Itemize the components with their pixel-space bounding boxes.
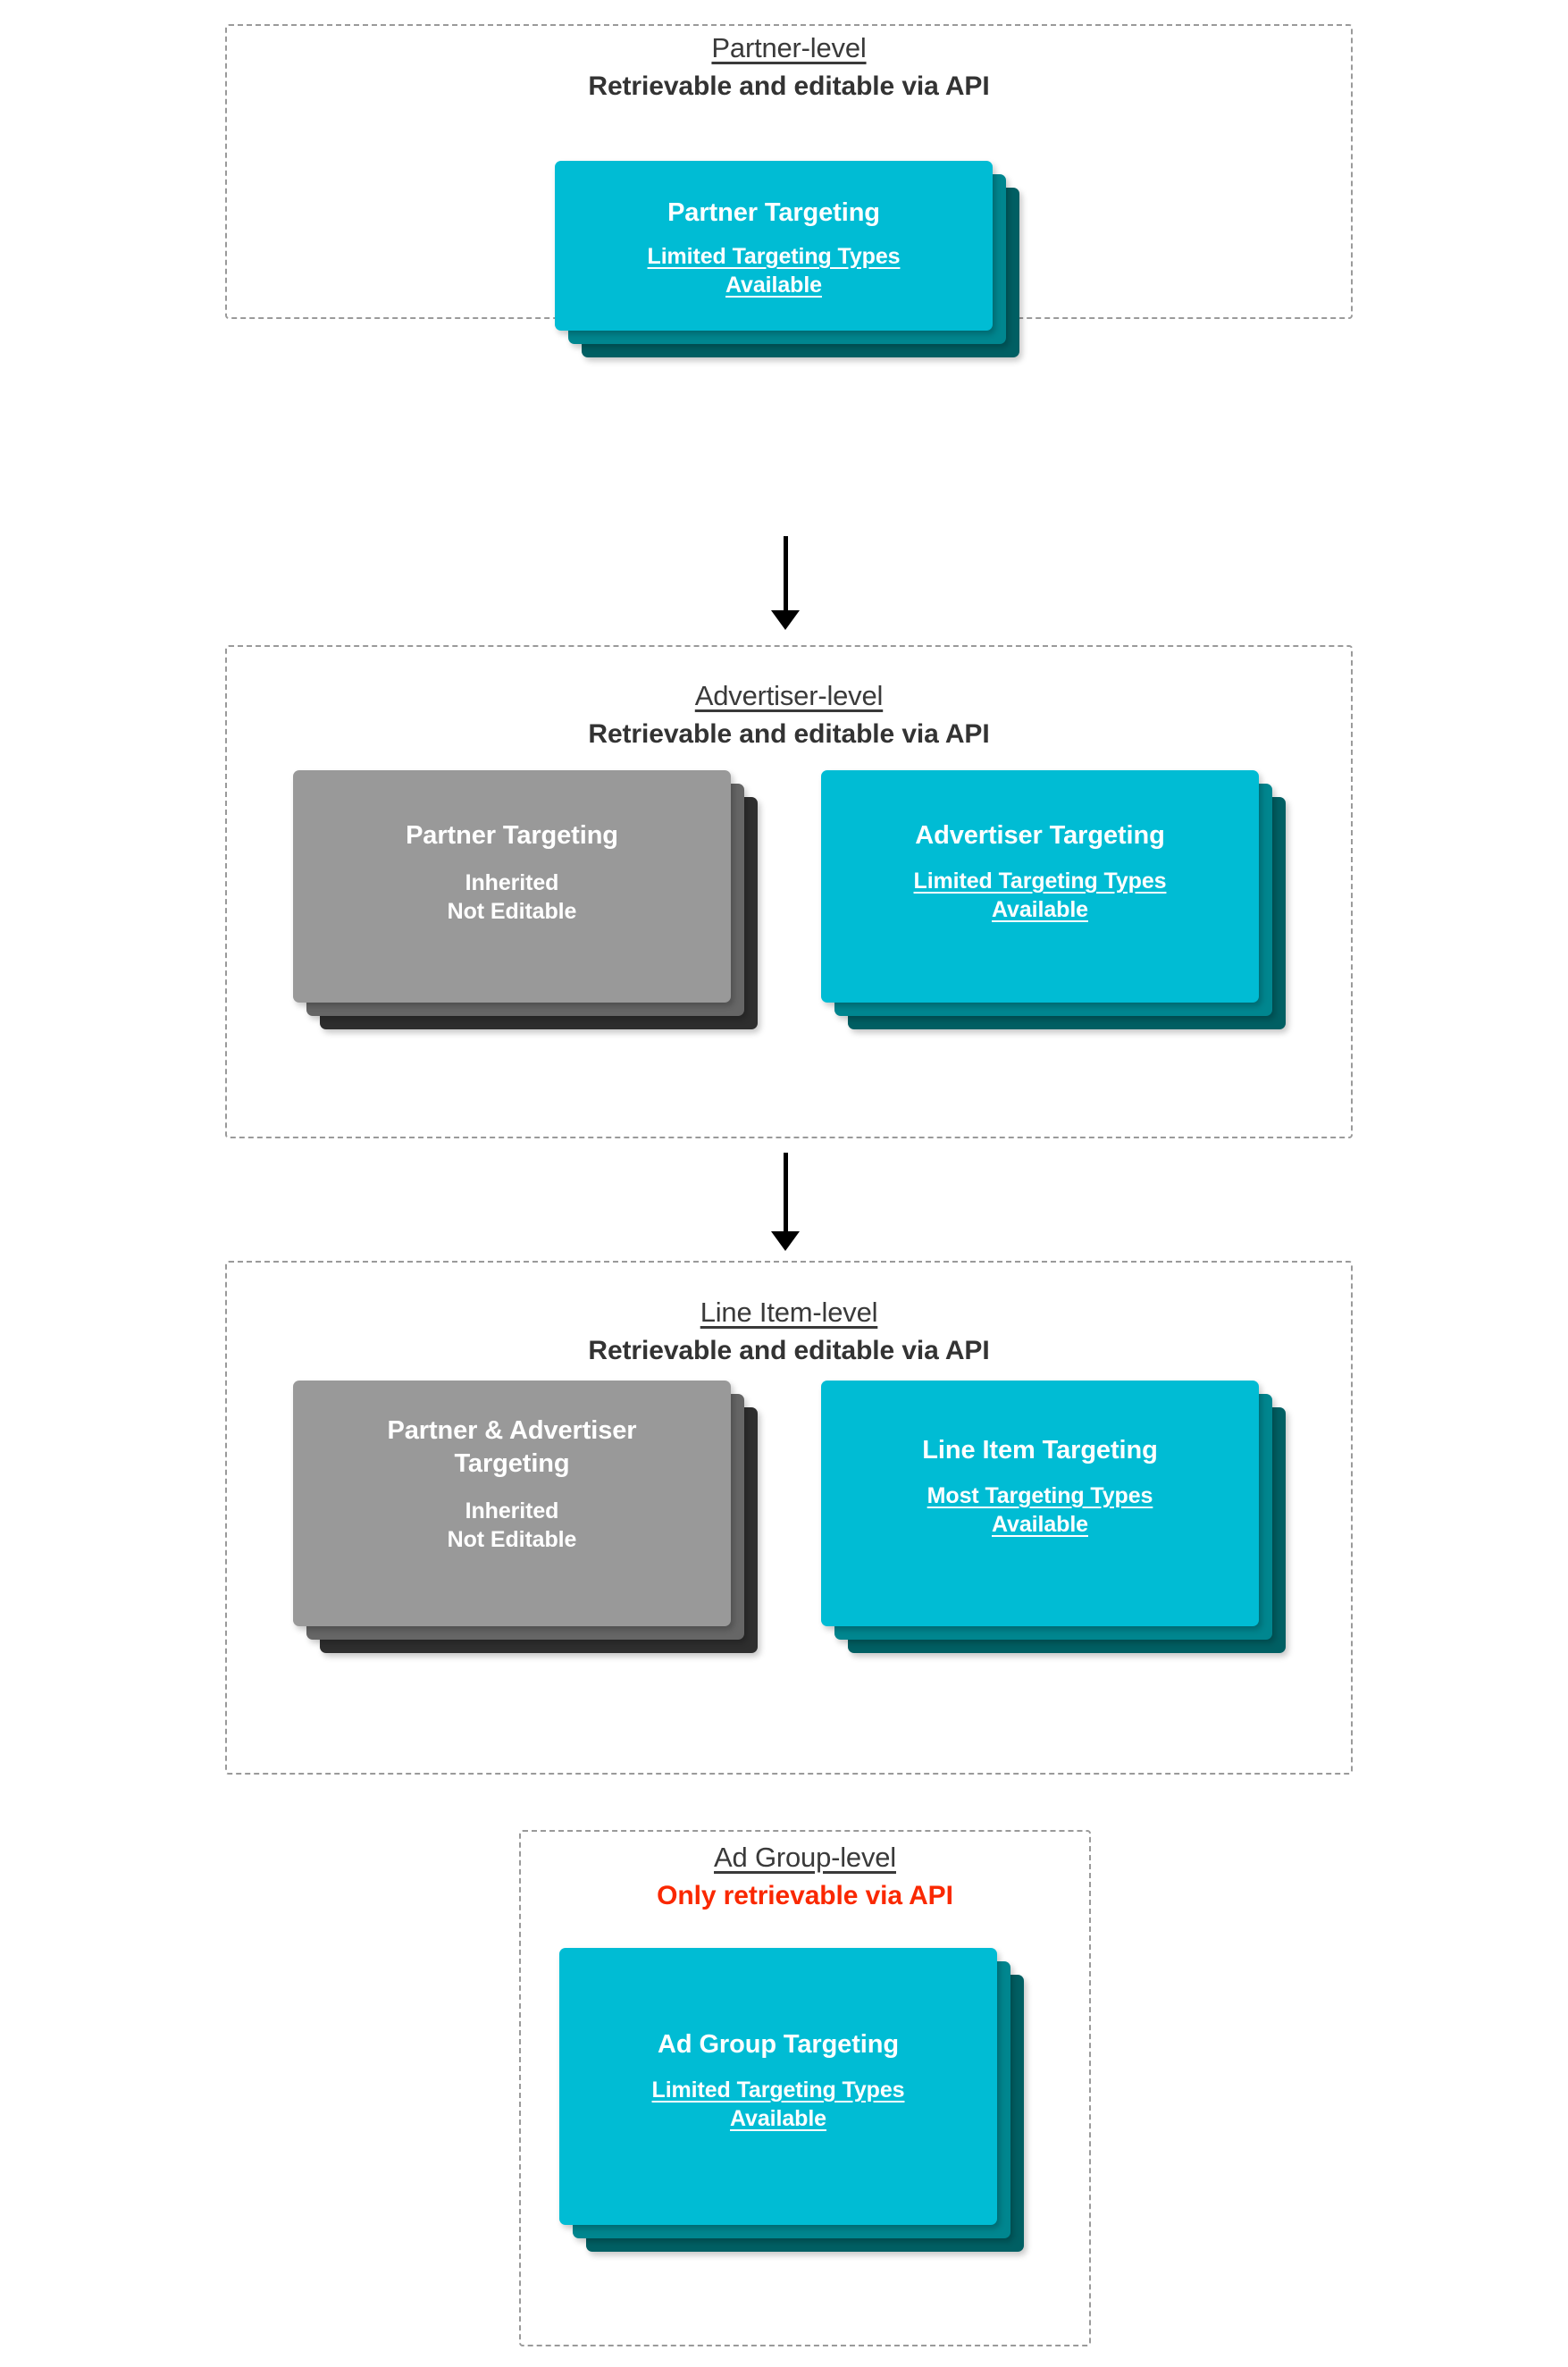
card-subtitle-line-1: Limited Targeting Types: [647, 244, 901, 270]
level-box-line-item: [225, 1261, 1353, 1775]
card-title-inherited-partner-advertiser-line-1: Partner & Advertiser: [387, 1416, 637, 1445]
level-box-ad-group: [519, 1830, 1091, 2346]
card-stack-inherited-partner-advertiser-targeting[interactable]: Partner & Advertiser Targeting Inherited…: [293, 1381, 758, 1653]
card-subtitle-line-2: Not Editable: [447, 899, 577, 925]
card-stack-ad-group-targeting[interactable]: Ad Group Targeting Limited Targeting Typ…: [559, 1948, 1024, 2252]
card-stack-advertiser-targeting[interactable]: Advertiser Targeting Limited Targeting T…: [821, 770, 1286, 1029]
card-title-inherited-partner-advertiser-line-2: Targeting: [454, 1449, 570, 1479]
card-subtitle-line-1: Inherited: [465, 870, 559, 896]
card-sheet-front-advertiser-targeting[interactable]: Advertiser Targeting Limited Targeting T…: [821, 770, 1259, 1003]
arrow-shaft: [783, 536, 788, 612]
card-sheet-front-line-item-targeting[interactable]: Line Item Targeting Most Targeting Types…: [821, 1381, 1259, 1626]
card-stack-line-item-targeting[interactable]: Line Item Targeting Most Targeting Types…: [821, 1381, 1286, 1653]
card-subtitle-line-2: Available: [992, 1512, 1088, 1538]
card-subtitle-line-1: Limited Targeting Types: [651, 2077, 905, 2103]
card-subtitle-line-1: Inherited: [465, 1498, 559, 1524]
level-box-advertiser: [225, 645, 1353, 1138]
card-title-advertiser-targeting: Advertiser Targeting: [915, 821, 1165, 850]
card-title-inherited-partner-targeting: Partner Targeting: [406, 821, 618, 850]
card-subtitle-line-2: Not Editable: [447, 1527, 577, 1553]
card-title-partner-targeting: Partner Targeting: [667, 198, 880, 227]
card-sheet-front-inherited-partner-advertiser-targeting[interactable]: Partner & Advertiser Targeting Inherited…: [293, 1381, 731, 1626]
card-title-line-item-targeting: Line Item Targeting: [922, 1436, 1158, 1465]
arrow-head: [771, 610, 800, 630]
card-title-ad-group-targeting: Ad Group Targeting: [658, 2030, 899, 2059]
card-subtitle-line-2: Available: [725, 273, 822, 298]
card-subtitle-line-1: Most Targeting Types: [927, 1483, 1153, 1509]
arrow-head: [771, 1231, 800, 1251]
card-stack-partner-targeting[interactable]: Partner Targeting Limited Targeting Type…: [555, 161, 1019, 357]
card-subtitle-line-2: Available: [992, 897, 1088, 923]
card-sheet-front-partner-targeting[interactable]: Partner Targeting Limited Targeting Type…: [555, 161, 993, 331]
arrow-shaft: [783, 1153, 788, 1231]
card-stack-inherited-partner-targeting[interactable]: Partner Targeting Inherited Not Editable: [293, 770, 758, 1029]
card-sheet-front-ad-group-targeting[interactable]: Ad Group Targeting Limited Targeting Typ…: [559, 1948, 997, 2225]
card-subtitle-line-2: Available: [730, 2106, 826, 2132]
card-subtitle-line-1: Limited Targeting Types: [913, 869, 1167, 894]
card-sheet-front-inherited-partner-targeting[interactable]: Partner Targeting Inherited Not Editable: [293, 770, 731, 1003]
